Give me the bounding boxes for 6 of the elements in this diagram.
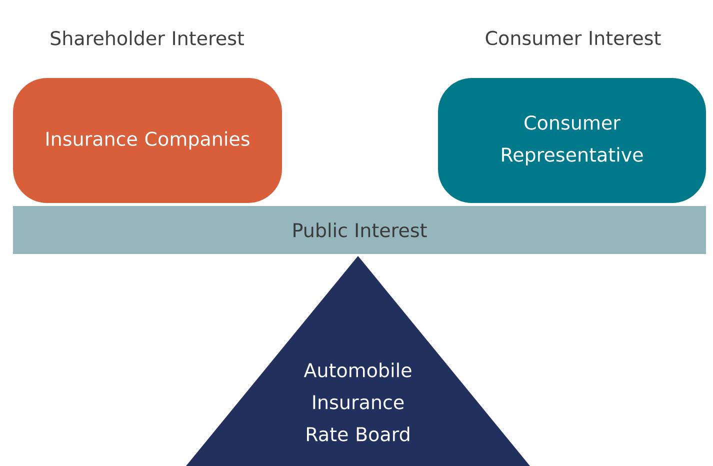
heading-text: Shareholder Interest [50, 30, 244, 46]
heading-text: Consumer Interest [486, 30, 661, 46]
rounded-box: Consumer Representative [438, 78, 706, 203]
rounded-box: Insurance Companies [13, 78, 282, 203]
balance-beam: Public Interest [13, 206, 706, 254]
triangle: Automobile Insurance Rate Board [186, 256, 530, 466]
